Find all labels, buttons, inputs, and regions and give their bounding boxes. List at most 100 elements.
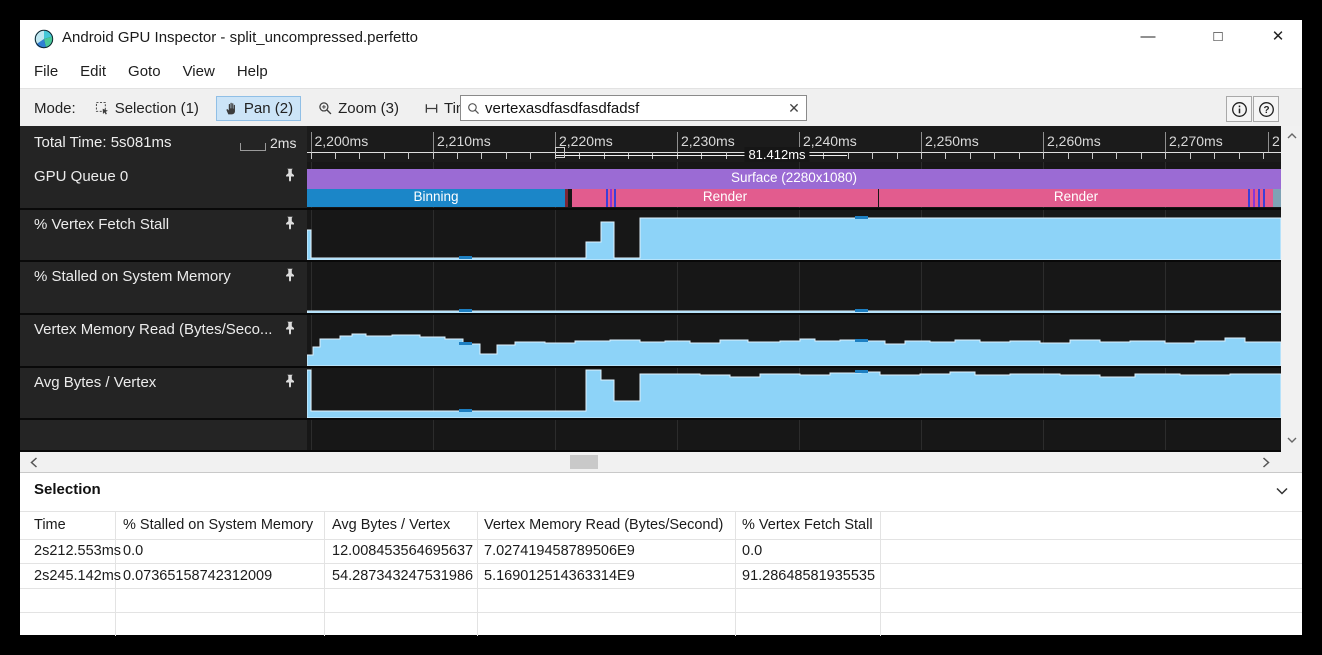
vertical-scrollbar[interactable] (1281, 126, 1302, 452)
table-cell[interactable]: 7.027419458789506E9 (484, 543, 635, 559)
minimize-button[interactable]: — (1140, 28, 1156, 45)
gridline (554, 315, 556, 366)
ruler-tick-label: 2,200ms (314, 133, 369, 149)
ruler-tick-label: 2,230ms (681, 133, 735, 149)
column-divider (115, 511, 116, 636)
track-chart-avg-bytes-vertex[interactable] (307, 368, 1281, 418)
column-header-5[interactable]: % Vertex Fetch Stall (742, 517, 873, 533)
ruler-minor-tick (1116, 152, 1118, 159)
track-row-vertex-memory-read: Vertex Memory Read (Bytes/Seco... (20, 315, 1302, 368)
app-window: Android GPU Inspector - split_uncompress… (20, 20, 1302, 636)
column-header-4[interactable]: Vertex Memory Read (Bytes/Second) (484, 517, 724, 533)
track-label-vertex-fetch-stall[interactable]: % Vertex Fetch Stall (20, 210, 307, 260)
column-header-2[interactable]: % Stalled on System Memory (123, 517, 314, 533)
table-cell[interactable]: 5.169012514363314E9 (484, 568, 635, 584)
track-label-stalled-system-memory[interactable]: % Stalled on System Memory (20, 262, 307, 313)
scrollbar-thumb[interactable] (570, 455, 598, 469)
track-chart-vertex-memory-read[interactable] (307, 315, 1281, 366)
track-chart-stalled-system-memory[interactable] (307, 262, 1281, 313)
table-cell[interactable]: 0.0 (742, 543, 763, 559)
horizontal-scrollbar[interactable] (20, 452, 1302, 472)
menu-goto[interactable]: Goto (128, 63, 161, 80)
scroll-up-icon[interactable] (1281, 128, 1302, 144)
slice-render-2[interactable]: Render (879, 189, 1273, 207)
track-row-stalled-system-memory: % Stalled on System Memory (20, 262, 1302, 315)
scroll-right-icon[interactable] (1256, 452, 1276, 472)
ruler-minor-tick (1091, 152, 1093, 159)
table-cell[interactable]: 91.28648581935535 (742, 568, 876, 584)
slice-binning-0[interactable]: Binning (307, 189, 565, 207)
track-label-gpu-queue-0[interactable]: GPU Queue 0 (20, 162, 307, 208)
selection-panel-title: Selection (34, 481, 101, 498)
window-title: Android GPU Inspector - split_uncompress… (62, 29, 419, 46)
pin-icon[interactable] (284, 268, 296, 282)
maximize-button[interactable]: □ (1213, 28, 1223, 45)
mode-button-zoom[interactable]: Zoom (3) (310, 96, 407, 121)
pin-icon[interactable] (284, 168, 296, 182)
scroll-left-icon[interactable] (24, 452, 44, 472)
ruler-minor-tick (896, 152, 898, 159)
table-cell[interactable]: 2s245.142ms (34, 568, 122, 584)
selection-panel: Selection Time % Stalled on System Memory… (20, 472, 1302, 636)
search-box[interactable]: ✕ (460, 95, 807, 121)
collapse-chevron-down-icon[interactable] (1274, 483, 1290, 499)
ruler-minor-tick (1262, 152, 1264, 159)
ruler-major-tick (555, 132, 556, 152)
scroll-down-icon[interactable] (1281, 432, 1302, 448)
ruler-minor-tick (872, 152, 874, 159)
table-cell[interactable]: 12.008453564695637 (332, 543, 474, 559)
menu-edit[interactable]: Edit (80, 63, 107, 80)
mode-button-selection[interactable]: Selection (1) (87, 96, 207, 121)
row-separator (20, 539, 1302, 540)
track-chart-empty[interactable] (307, 420, 1281, 450)
info-button[interactable] (1226, 96, 1252, 122)
ruler-minor-tick (921, 152, 922, 159)
timing-icon (424, 101, 439, 116)
table-cell[interactable]: 0.07365158742312009 (123, 568, 273, 584)
close-button[interactable]: ✕ (1271, 28, 1285, 45)
pin-icon[interactable] (284, 321, 296, 335)
measurement-flag-icon (555, 147, 565, 158)
column-header-3[interactable]: Avg Bytes / Vertex (332, 517, 451, 533)
menu-view[interactable]: View (182, 63, 215, 80)
track-label-vertex-memory-read[interactable]: Vertex Memory Read (Bytes/Seco... (20, 315, 307, 366)
menu-help[interactable]: Help (236, 63, 268, 80)
slice-label: Binning (413, 189, 459, 204)
gridline (310, 420, 312, 450)
app-icon (34, 29, 54, 49)
slice-surface[interactable]: Surface (2280x1080) (307, 169, 1281, 189)
gridline (432, 262, 434, 313)
clear-search-icon[interactable]: ✕ (788, 99, 800, 116)
table-cell[interactable]: 54.287343247531986 (332, 568, 474, 584)
gridline (676, 262, 678, 313)
menu-file[interactable]: File (34, 63, 59, 80)
ruler-minor-tick (1165, 152, 1167, 159)
column-header-1[interactable]: Time (34, 517, 66, 533)
mode-button-pan[interactable]: Pan (2) (215, 95, 302, 121)
search-input[interactable] (485, 99, 782, 117)
ruler-minor-tick (1189, 152, 1191, 159)
counter-area-chart (307, 333, 1281, 366)
track-chart-vertex-fetch-stall[interactable] (307, 210, 1281, 260)
gridline (921, 420, 922, 450)
help-button[interactable]: ? (1253, 96, 1279, 122)
slice-separator (614, 189, 616, 207)
gridline (921, 262, 922, 313)
track-label-avg-bytes-vertex[interactable]: Avg Bytes / Vertex (20, 368, 307, 418)
table-cell[interactable]: 2s212.553ms (34, 543, 122, 559)
ruler-minor-tick (408, 152, 410, 159)
pin-icon[interactable] (284, 216, 296, 230)
ruler-tick-label: 2,220ms (559, 133, 613, 149)
slice-tail-3[interactable] (1273, 189, 1281, 207)
zoom-icon (318, 101, 333, 116)
ruler-tick-label: 2,270ms (1169, 133, 1223, 149)
table-cell[interactable]: 0.0 (123, 543, 144, 559)
slice-render-1[interactable]: Render (572, 189, 878, 207)
pin-icon[interactable] (284, 374, 296, 388)
mode-button-label: Selection (1) (114, 99, 199, 117)
